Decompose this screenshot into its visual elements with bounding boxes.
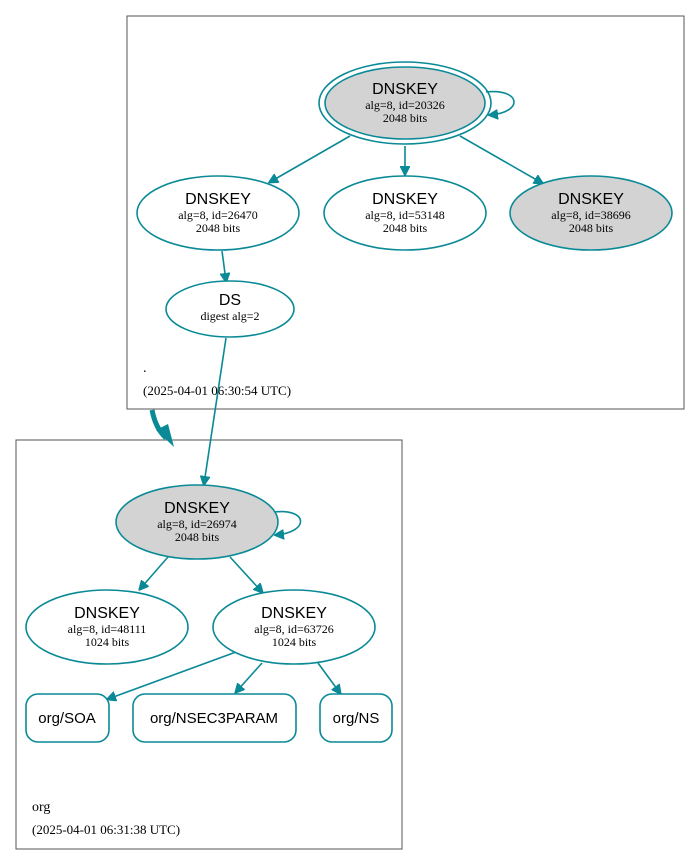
node-org-zsk2-id: alg=8, id=63726 xyxy=(254,622,334,636)
node-root-zsk1-title: DNSKEY xyxy=(185,191,251,208)
node-org-nsec3param[interactable]: org/NSEC3PARAM xyxy=(132,693,297,743)
node-org-zsk2[interactable]: DNSKEY alg=8, id=63726 1024 bits xyxy=(212,589,376,665)
node-org-ksk[interactable]: DNSKEY alg=8, id=26974 2048 bits xyxy=(115,484,279,560)
edge-ds-org-ksk xyxy=(204,337,227,484)
delegation-arrow xyxy=(149,409,174,447)
root-zone-box xyxy=(126,15,685,410)
edge-org-ksk-zsk1 xyxy=(140,556,169,589)
edge-root-ksk-zsk3 xyxy=(459,135,542,183)
root-zone-timestamp: (2025-04-01 06:30:54 UTC) xyxy=(143,383,291,398)
node-root-ksk-bits: 2048 bits xyxy=(383,111,428,125)
node-org-zsk1[interactable]: DNSKEY alg=8, id=48111 1024 bits xyxy=(25,589,189,665)
edge-org-zsk2-nsec3param xyxy=(236,662,263,692)
node-root-zsk3-id: alg=8, id=38696 xyxy=(551,208,631,222)
node-root-zsk3-bits: 2048 bits xyxy=(569,221,614,235)
edge-root-ksk-zsk1 xyxy=(270,135,351,182)
node-ds-title: DS xyxy=(219,292,241,309)
node-ds[interactable]: DS digest alg=2 xyxy=(165,280,295,338)
node-ds-digest: digest alg=2 xyxy=(200,309,259,323)
node-root-zsk2-title: DNSKEY xyxy=(372,191,438,208)
org-zone-box xyxy=(15,439,403,850)
node-org-ksk-title: DNSKEY xyxy=(164,500,230,517)
node-org-soa[interactable]: org/SOA xyxy=(25,693,110,743)
node-root-zsk3[interactable]: DNSKEY alg=8, id=38696 2048 bits xyxy=(509,175,673,251)
node-root-zsk1[interactable]: DNSKEY alg=8, id=26470 2048 bits xyxy=(136,175,300,251)
node-root-ksk-id: alg=8, id=20326 xyxy=(365,98,445,112)
org-zone-timestamp: (2025-04-01 06:31:38 UTC) xyxy=(32,822,180,837)
node-root-ksk-title: DNSKEY xyxy=(372,81,438,98)
node-org-zsk1-title: DNSKEY xyxy=(74,605,140,622)
node-root-zsk2-bits: 2048 bits xyxy=(383,221,428,235)
org-zone-label: org xyxy=(32,800,50,815)
node-root-zsk3-title: DNSKEY xyxy=(558,191,624,208)
node-org-nsec3param-label: org/NSEC3PARAM xyxy=(150,710,278,727)
edge-org-ksk-self xyxy=(274,510,302,535)
node-org-ns[interactable]: org/NS xyxy=(319,693,393,743)
node-root-ksk[interactable]: DNSKEY alg=8, id=20326 2048 bits xyxy=(318,61,492,145)
node-org-soa-label: org/SOA xyxy=(38,710,96,727)
node-org-ksk-bits: 2048 bits xyxy=(175,530,220,544)
node-org-zsk2-bits: 1024 bits xyxy=(272,635,317,649)
edge-root-ksk-self xyxy=(485,90,515,115)
edge-zsk1-ds xyxy=(222,250,226,281)
node-org-zsk1-bits: 1024 bits xyxy=(85,635,130,649)
edge-org-zsk2-ns xyxy=(317,662,340,693)
node-org-zsk2-title: DNSKEY xyxy=(261,605,327,622)
node-root-zsk1-id: alg=8, id=26470 xyxy=(178,208,258,222)
node-org-ns-label: org/NS xyxy=(333,710,380,727)
root-zone-label: . xyxy=(143,361,147,376)
edge-org-ksk-zsk2 xyxy=(229,556,262,592)
edges xyxy=(108,90,542,699)
node-root-zsk1-bits: 2048 bits xyxy=(196,221,241,235)
node-root-zsk2[interactable]: DNSKEY alg=8, id=53148 2048 bits xyxy=(323,175,487,251)
node-org-zsk1-id: alg=8, id=48111 xyxy=(68,622,147,636)
node-org-ksk-id: alg=8, id=26974 xyxy=(157,517,237,531)
edge-org-zsk2-soa xyxy=(108,651,237,699)
node-root-zsk2-id: alg=8, id=53148 xyxy=(365,208,445,222)
